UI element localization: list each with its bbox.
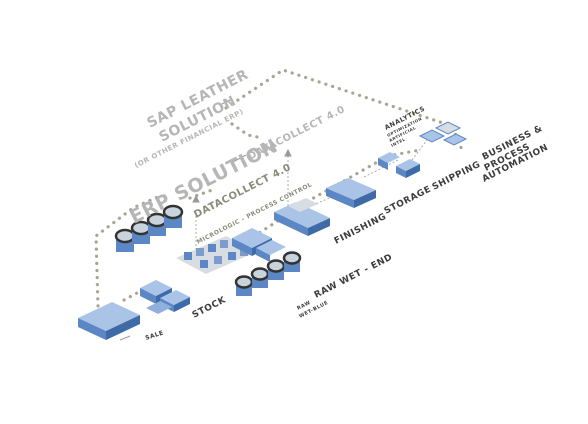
raw-wet-end-label: RAW WET - END [313, 253, 395, 301]
drum-machines-row [114, 204, 184, 252]
drum-machine [162, 204, 184, 228]
raw-label: RAW [296, 300, 312, 312]
drum-machine [114, 228, 136, 252]
stock-label: STOCK [191, 295, 228, 321]
finishing-machines [274, 198, 330, 236]
drum-machine [282, 251, 302, 272]
shipping-label: SHIPPING [431, 160, 483, 193]
arrow-icons [119, 98, 292, 341]
storage-label: STORAGE [383, 185, 433, 217]
drum-machine [266, 259, 286, 280]
stock-machines [140, 280, 190, 314]
arrow-up-icon [192, 194, 200, 203]
drum-machine [130, 220, 152, 244]
shipping-machines [378, 152, 420, 178]
raw-wet-end-drums [234, 251, 302, 296]
drum-machine [146, 212, 168, 236]
drum-machine [234, 275, 254, 296]
storage-machines [326, 178, 376, 208]
datacollect-station [232, 228, 286, 262]
automation-equipment [418, 121, 468, 146]
datacollect-top-label: DATACOLLECT 4.0 [246, 104, 347, 163]
finishing-label: FINISHING [333, 212, 388, 247]
drum-machine [250, 267, 270, 288]
sale-label: SALE [144, 329, 164, 341]
sale-building [78, 302, 140, 340]
arrow-up-icon [284, 148, 292, 157]
analytics-label-4: INTEL [390, 136, 406, 147]
dotted-flow-loop [94, 68, 464, 308]
